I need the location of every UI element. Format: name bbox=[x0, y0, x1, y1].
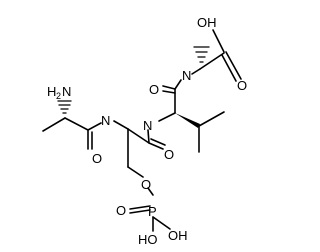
bond-cooh-ca bbox=[199, 52, 225, 70]
bond-p-o-double-b bbox=[129, 209, 151, 214]
atom-amide3-o: O bbox=[92, 151, 102, 166]
atom-amide1-n: N bbox=[182, 68, 191, 83]
atom-carboxyl-o: O bbox=[237, 78, 247, 93]
bond-cooh-oh bbox=[212, 29, 225, 53]
bond-val-ca-cb-wedge bbox=[175, 113, 200, 128]
atom-amine-h: H bbox=[47, 84, 56, 99]
atom-amide2-o: O bbox=[164, 147, 174, 162]
atom-amide2-n: N bbox=[143, 118, 152, 133]
atom-amine-group: H 2 N bbox=[47, 84, 71, 101]
atom-carboxyl-oh: OH bbox=[197, 15, 217, 30]
bond-cooh-double-a bbox=[225, 51, 242, 80]
bond-o-p bbox=[147, 187, 154, 196]
bond-ala-ca-methyl bbox=[42, 117, 66, 132]
atom-ester-o: O bbox=[141, 177, 151, 192]
atom-phosphate-oh-bottom: OH bbox=[168, 228, 188, 243]
atom-amide1-o: O bbox=[149, 82, 159, 97]
bond-cooh-double-b bbox=[221, 54, 237, 82]
atom-phosphorus: P bbox=[148, 204, 157, 219]
bonds bbox=[42, 29, 242, 232]
bond-amide1-double-a bbox=[162, 85, 176, 90]
atom-amide3-n: N bbox=[101, 113, 110, 128]
bond-amide2-c-ca bbox=[127, 128, 150, 144]
molecule-structure: OH O O N N O H 2 N N O O P O HO OH bbox=[42, 15, 247, 247]
bond-amide2-double-b bbox=[150, 138, 166, 146]
bond-val-ca-n2 bbox=[158, 112, 176, 122]
bond-amide3-c-ca bbox=[64, 117, 89, 131]
bond-n2-c bbox=[147, 129, 150, 144]
bond-n1-c bbox=[174, 79, 182, 90]
atom-phosphate-o-double: O bbox=[116, 203, 126, 218]
bond-ser-cb-o bbox=[127, 166, 144, 178]
atom-phosphate-oh-left: HO bbox=[138, 232, 158, 247]
bond-n3-c bbox=[87, 122, 102, 131]
atom-labels: OH O O N N O H 2 N N O O P O HO OH bbox=[47, 15, 247, 247]
bond-amide1-double-b bbox=[162, 90, 176, 94]
bond-val-cb-cg1 bbox=[198, 111, 225, 127]
bond-amide2-double-a bbox=[148, 142, 164, 150]
bond-p-oh-bottom bbox=[152, 216, 171, 230]
atom-amine-subscript: 2 bbox=[56, 91, 61, 101]
bond-p-o-double-a bbox=[129, 205, 151, 210]
bond-ser-ca-n3 bbox=[113, 120, 129, 130]
atom-amine-n: N bbox=[62, 84, 71, 99]
bond-ca-n1 bbox=[191, 68, 201, 75]
molecule-canvas: OH O O N N O H 2 N N O O P O HO OH bbox=[42, 15, 247, 247]
